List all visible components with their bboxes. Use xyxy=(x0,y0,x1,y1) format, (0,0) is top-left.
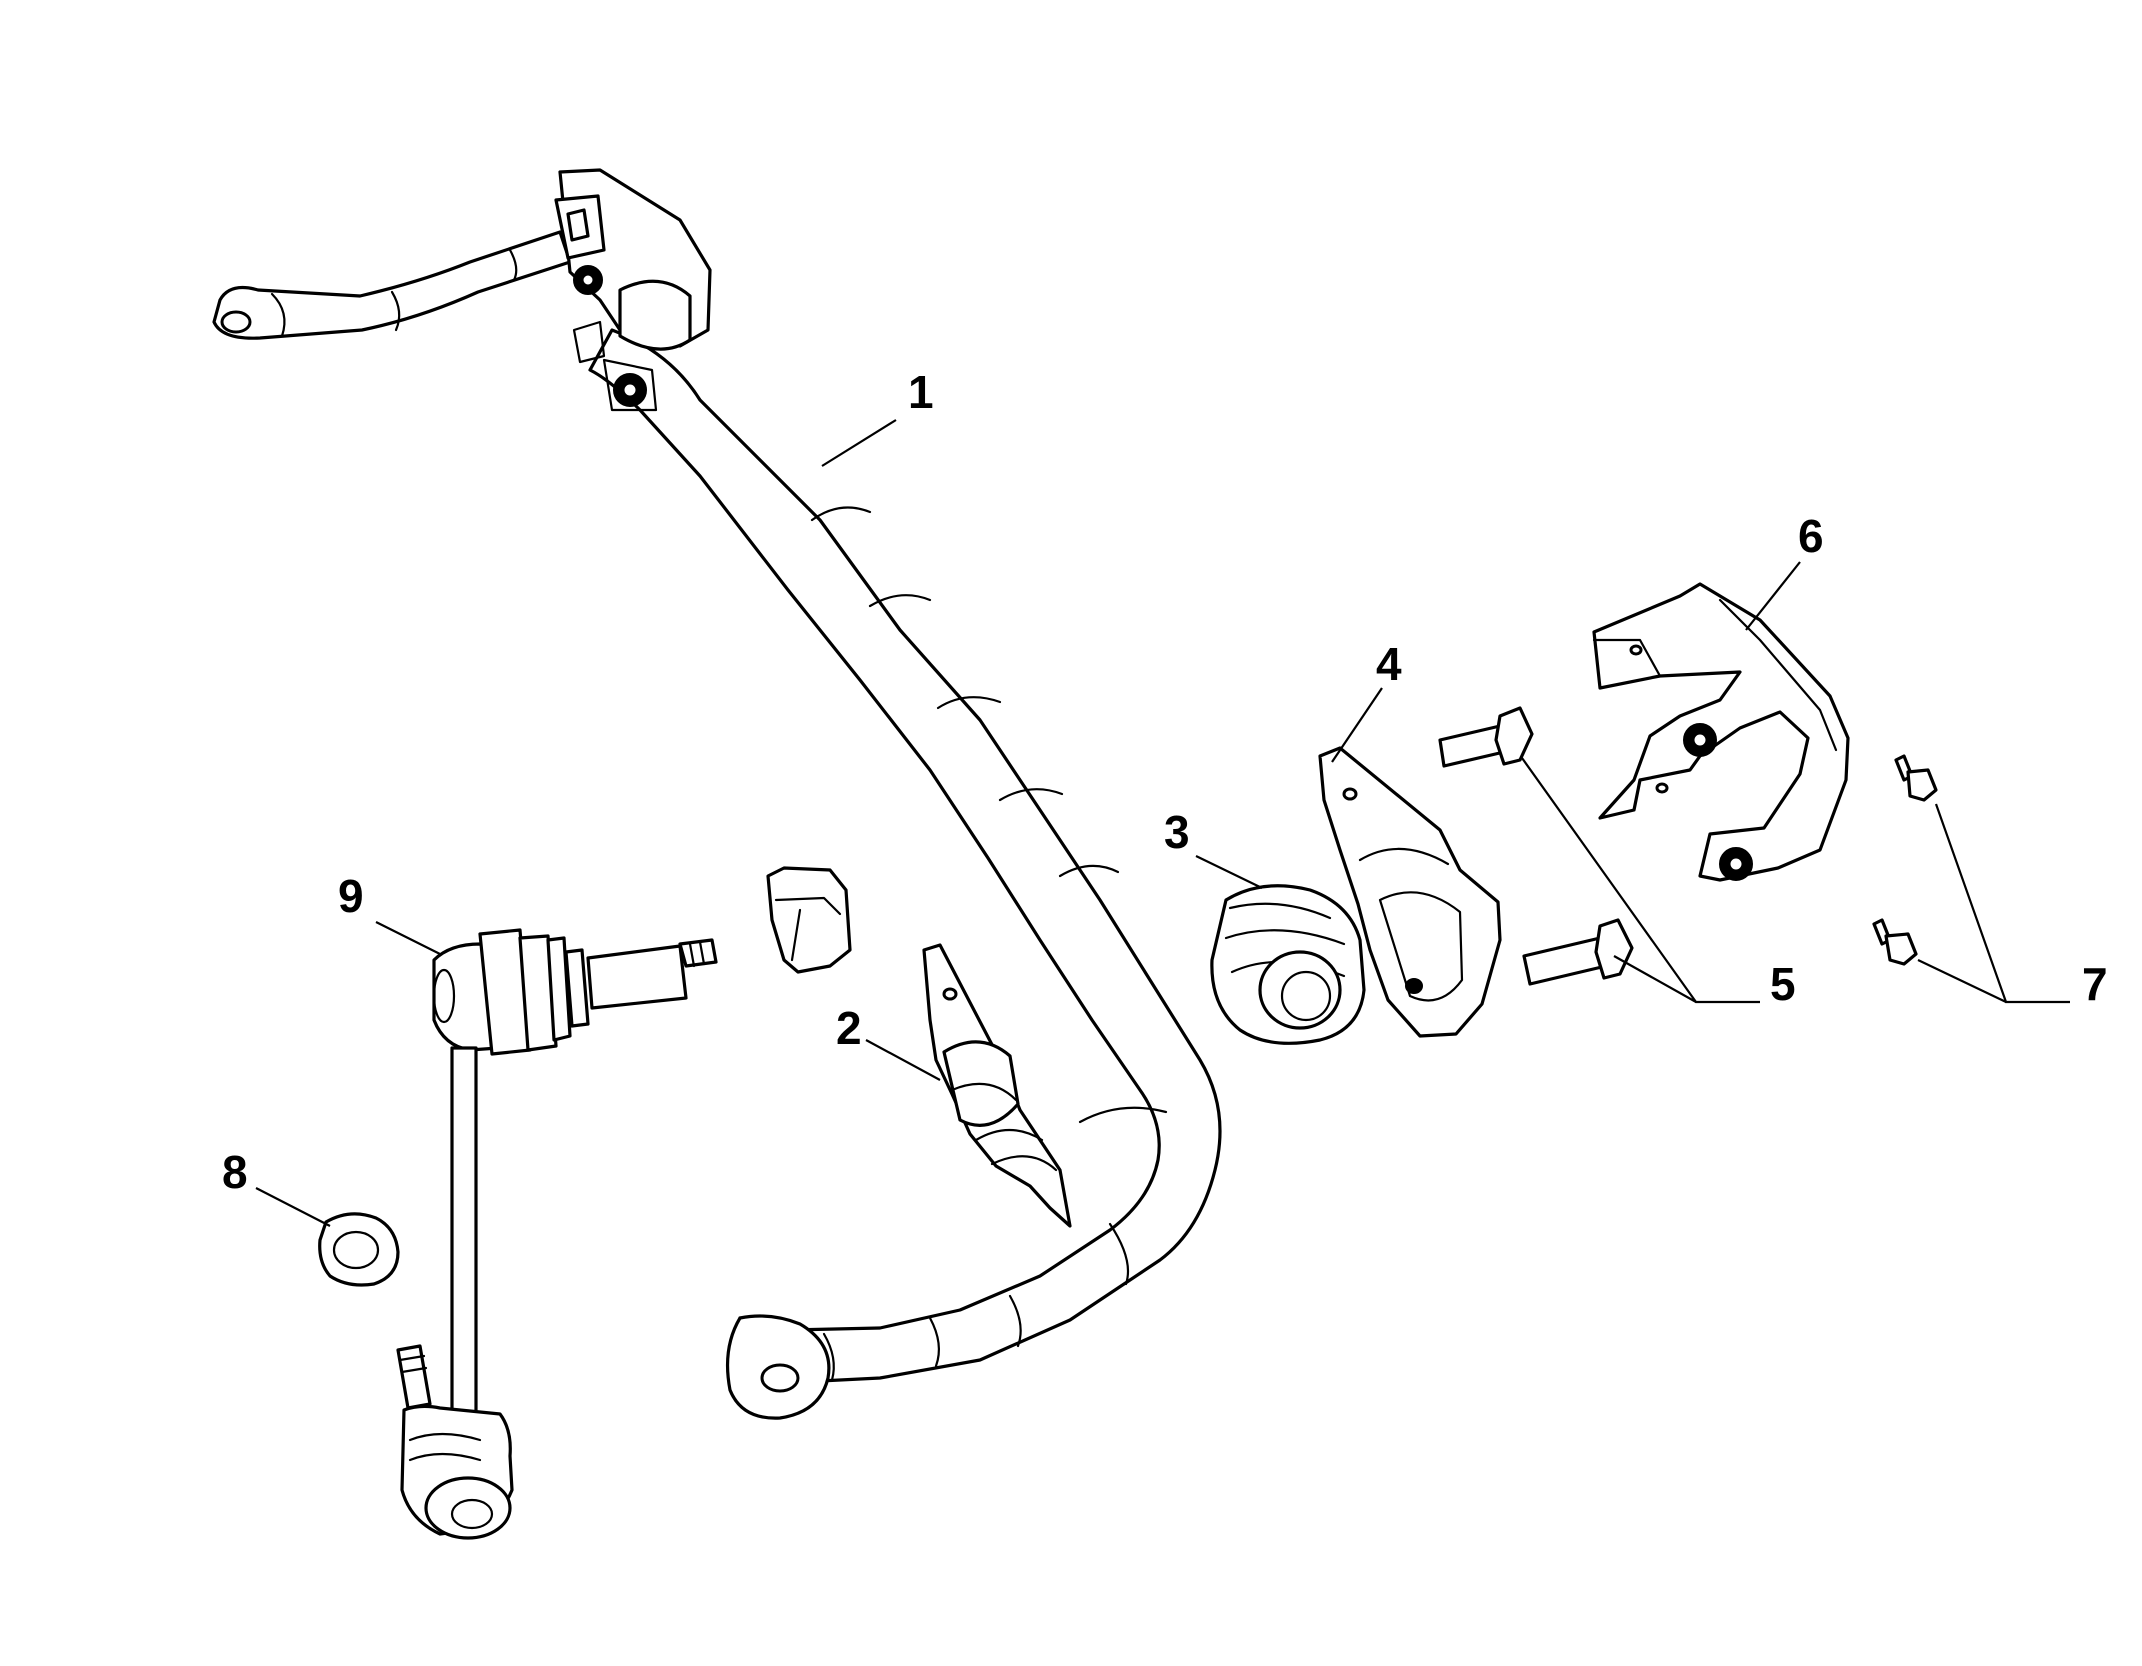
stabilizer-bar xyxy=(212,168,1222,1420)
callout-6: 6 xyxy=(1798,510,1824,562)
callout-9: 9 xyxy=(338,870,364,922)
callout-4: 4 xyxy=(1376,638,1402,690)
stabilizer-link xyxy=(396,928,718,1540)
callout-2: 2 xyxy=(836,1002,862,1054)
callout-8: 8 xyxy=(222,1146,248,1198)
callout-5: 5 xyxy=(1770,958,1796,1010)
leader-lines xyxy=(255,419,2070,1227)
bracket-bolts xyxy=(1438,706,1634,986)
bushing-retainer-bracket xyxy=(1318,746,1502,1038)
callout-labels: 1 2 3 4 5 6 7 8 9 xyxy=(222,366,2108,1198)
mounting-bracket xyxy=(1592,582,1850,882)
bushing xyxy=(1210,884,1366,1045)
flange-nut xyxy=(318,1212,400,1287)
callout-1: 1 xyxy=(908,366,934,418)
callout-3: 3 xyxy=(1164,806,1190,858)
inner-bushing-bracket xyxy=(922,943,1072,1228)
small-screws xyxy=(1872,754,1938,966)
callout-7: 7 xyxy=(2082,958,2108,1010)
link-nut xyxy=(766,866,852,974)
